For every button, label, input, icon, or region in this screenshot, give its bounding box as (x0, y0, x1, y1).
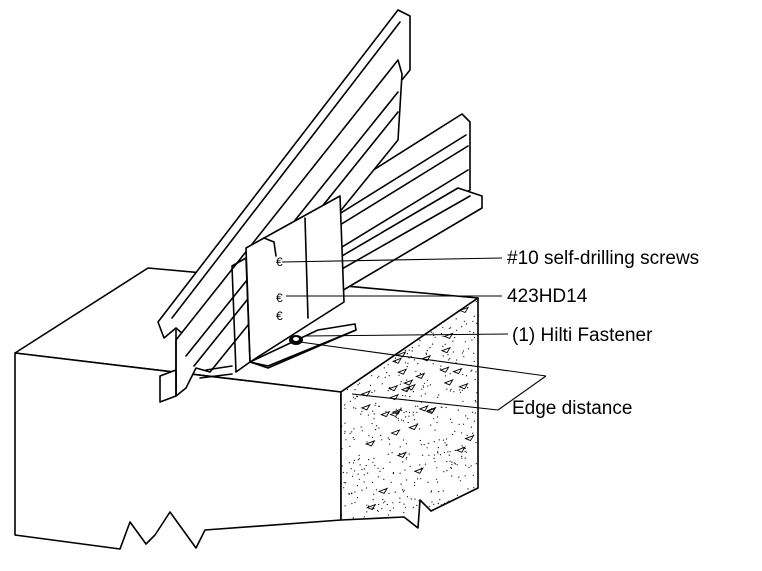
track-flange-edge (325, 195, 471, 279)
callout-connector: 423HD14 (507, 286, 588, 307)
callout-fastener: (1) Hilti Fastener (512, 325, 653, 346)
concrete-section-face (340, 297, 479, 529)
screw-mark-3: € (276, 309, 283, 323)
hilti-fastener-icon (289, 335, 303, 345)
stud-edge-1 (171, 21, 401, 319)
bracket-fold-line (304, 217, 309, 319)
concrete-stipple (340, 300, 478, 519)
edge-dim-line-1 (299, 341, 547, 377)
screw-mark-1: € (276, 255, 283, 269)
screw-mark-2: € (276, 291, 283, 305)
track-channel (317, 113, 483, 293)
stud-lip (159, 369, 177, 403)
track-line-2 (321, 145, 469, 237)
seat-line-2 (205, 365, 233, 371)
concrete-block (14, 267, 479, 550)
callout-edge-distance: Edge distance (512, 398, 632, 419)
callout-screws: #10 self-drilling screws (507, 248, 699, 269)
track-line-1 (319, 134, 467, 227)
track-line-3 (323, 169, 469, 259)
leader-lines (281, 257, 547, 411)
bracket-top-tab (263, 237, 277, 257)
leader-fastener (305, 333, 509, 337)
seat-line-1 (199, 373, 233, 379)
leader-screws (281, 257, 503, 263)
bracket-base-edge (249, 329, 357, 369)
edge-dim-connector (497, 375, 547, 411)
edge-dim-line-2 (351, 393, 499, 411)
bracket-base-plate (249, 323, 357, 367)
connector-bracket: € € € (199, 195, 357, 379)
